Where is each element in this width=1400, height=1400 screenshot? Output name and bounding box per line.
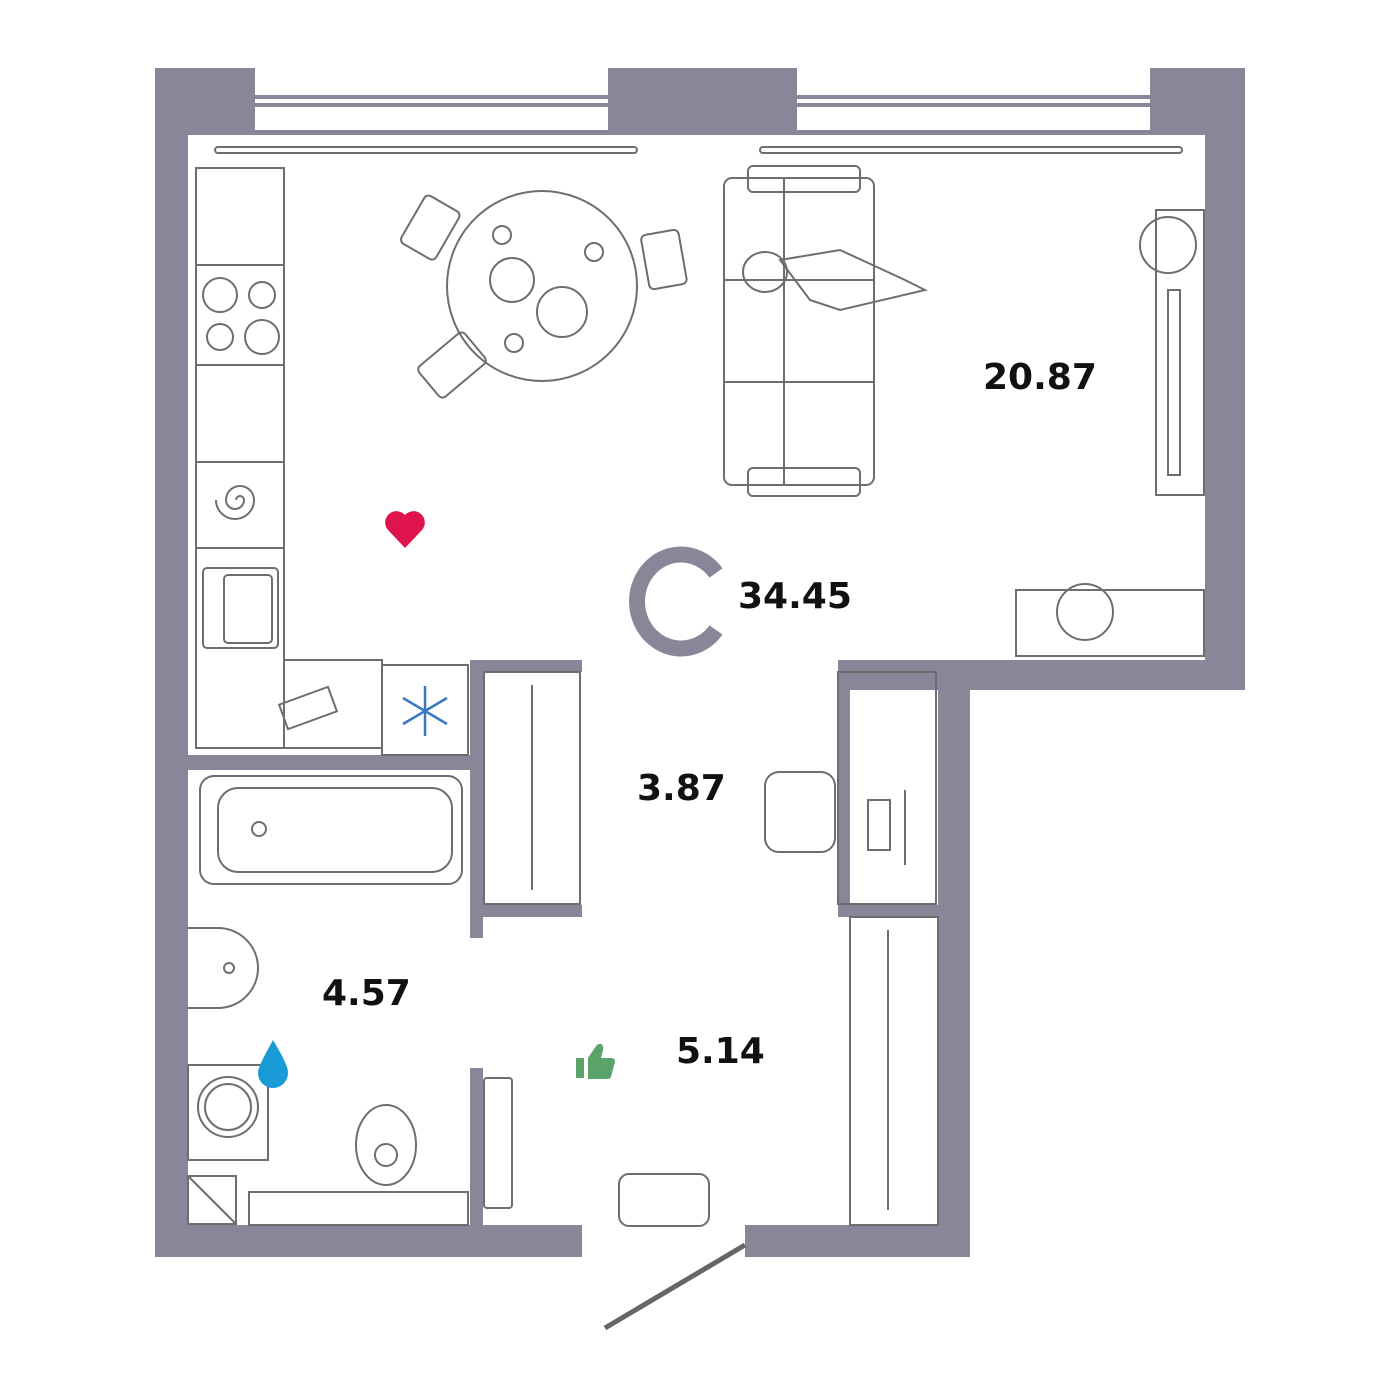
- walls: [155, 68, 1245, 1257]
- room-area-hall: 5.14: [676, 1031, 765, 1072]
- desk: [764, 671, 937, 905]
- snowflake-icon: [402, 686, 448, 736]
- room-area-bathroom: 4.57: [322, 973, 411, 1014]
- wardrobe-racks: [483, 671, 939, 1226]
- thumbs-up-icon: [576, 1043, 615, 1079]
- dining-table: [400, 190, 688, 399]
- windows: [255, 95, 1150, 135]
- room-area-wardrobe: 3.87: [637, 768, 726, 809]
- water-drop-icon: [258, 1040, 288, 1088]
- curtain-rails: [214, 146, 1183, 154]
- room-area-living: 20.87: [983, 357, 1097, 398]
- bathroom-fixtures: [187, 775, 710, 1227]
- logo-c: [629, 546, 723, 657]
- sofa: [723, 165, 928, 497]
- kitchen-counter: [195, 167, 469, 756]
- entrance-door[interactable]: [603, 1242, 747, 1331]
- total-area: 34.45: [738, 576, 852, 617]
- tv-unit: [1015, 209, 1205, 657]
- heart-icon: [385, 511, 425, 548]
